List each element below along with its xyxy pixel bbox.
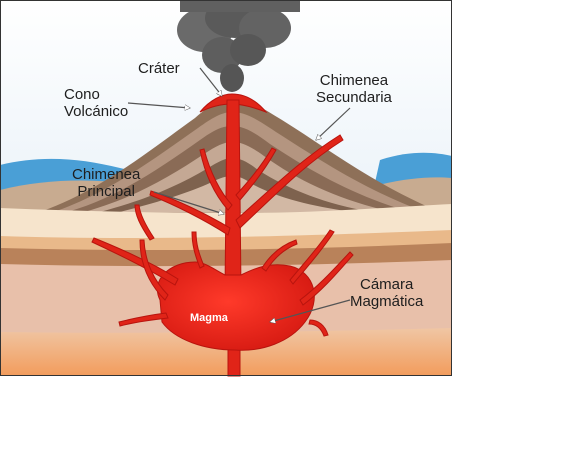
label-chimenea-sec-line2: Secundaria <box>316 89 392 106</box>
frame-border <box>0 0 452 376</box>
label-cono-line1: Cono <box>64 86 100 103</box>
arrow-cono <box>127 102 190 108</box>
label-chimenea-sec-line1: Chimenea <box>319 72 389 89</box>
label-camara-line1: Cámara <box>360 276 414 293</box>
label-chimenea-principal: Chimenea Principal <box>72 166 140 200</box>
label-chimenea-secundaria: Chimenea Secundaria <box>316 72 392 106</box>
arrow-crater <box>199 67 222 96</box>
arrow-camara <box>270 299 351 322</box>
label-camara-line2: Magmática <box>350 293 424 310</box>
label-magma: Magma <box>190 312 228 324</box>
magma-system <box>91 93 354 377</box>
label-chimenea-pri-line2: Principal <box>77 183 135 200</box>
label-cono-line2: Volcánico <box>64 103 129 120</box>
label-cono-volcanico: Cono Volcánico <box>64 86 128 120</box>
label-crater: Cráter <box>138 60 180 77</box>
smoke-plume <box>177 0 300 92</box>
label-chimenea-pri-line1: Chimenea <box>72 166 141 183</box>
pointer-arrows <box>127 67 351 322</box>
label-camara-magmatica: Cámara Magmática <box>350 276 423 310</box>
ground-strata <box>0 204 452 376</box>
arrow-chimenea-principal <box>153 191 224 214</box>
arrow-chimenea-secundaria <box>316 107 351 140</box>
